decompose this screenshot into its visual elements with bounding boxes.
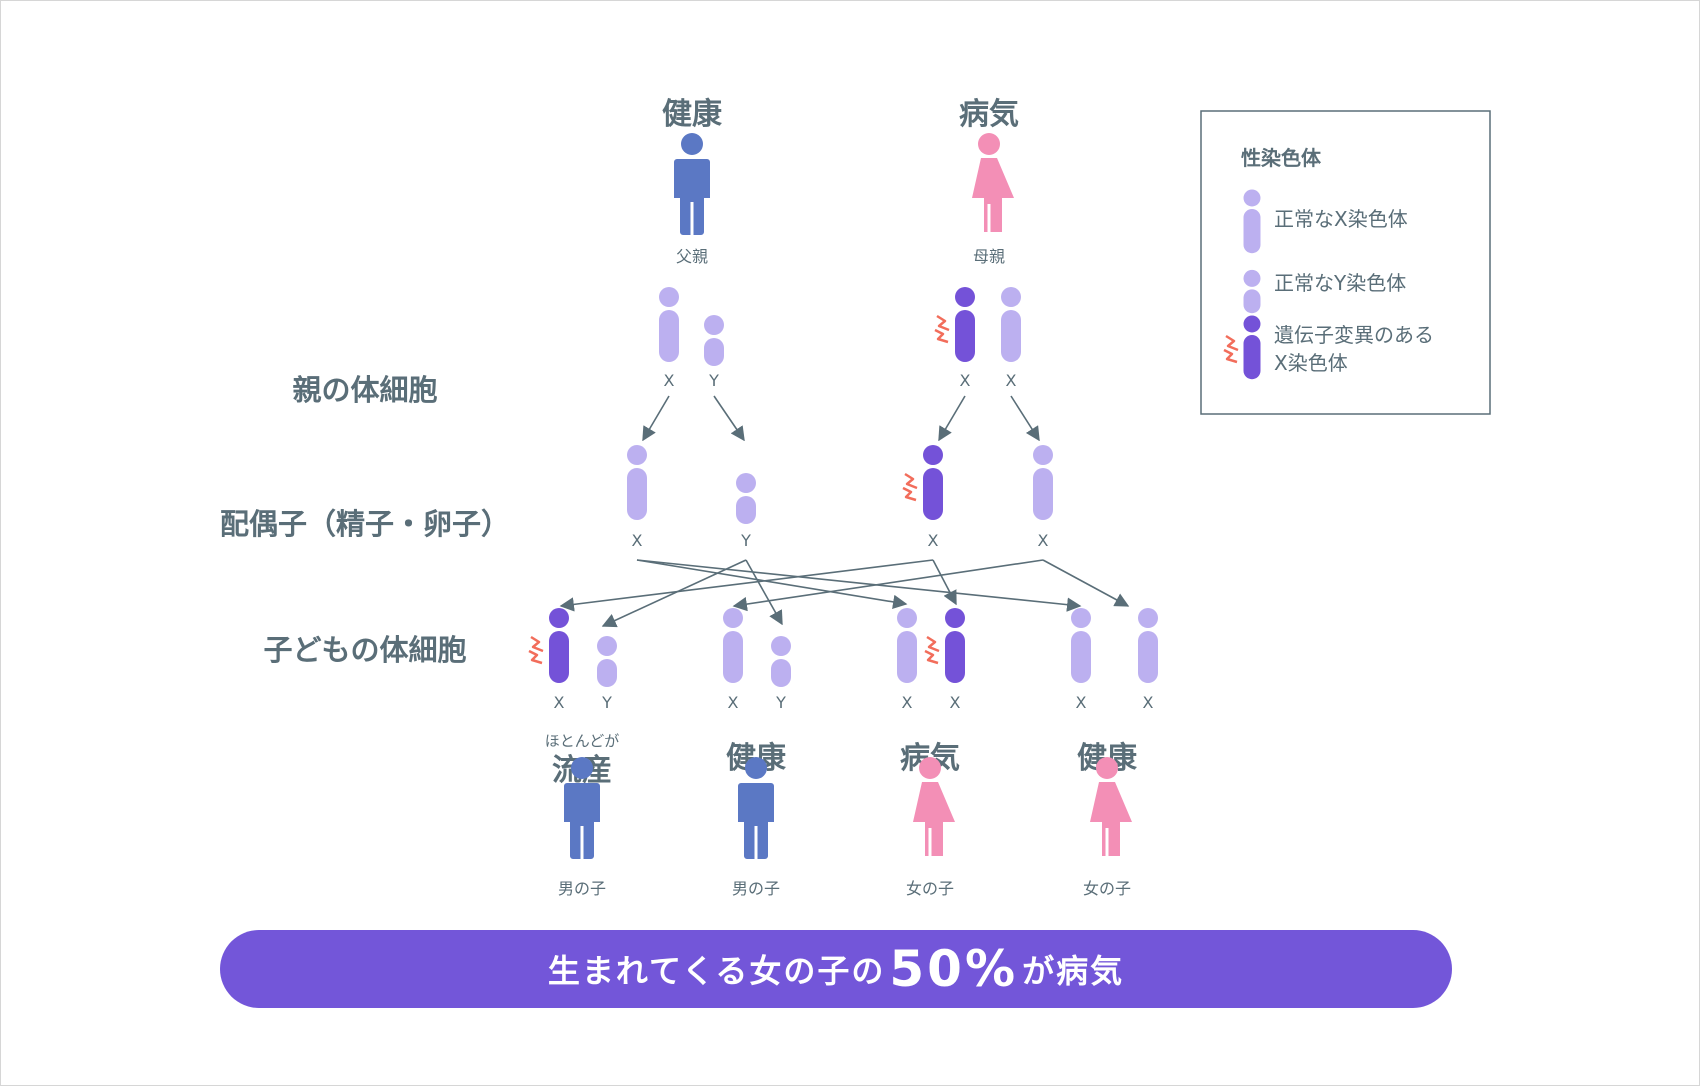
father-status: 健康 bbox=[662, 97, 723, 132]
gamete-label: X bbox=[1038, 531, 1049, 550]
arrow bbox=[642, 395, 670, 442]
gamete-x-chromosome-icon bbox=[627, 445, 647, 520]
mother-x-chromosome-icon bbox=[1001, 287, 1021, 362]
father-figure-icon bbox=[674, 133, 710, 236]
child-chr-label: X bbox=[1076, 693, 1087, 712]
arrow bbox=[1010, 395, 1040, 442]
father-chr-label: Y bbox=[708, 371, 719, 390]
mother-label: 母親 bbox=[973, 247, 1005, 266]
child4-sex: 女の子 bbox=[1083, 879, 1131, 898]
father-x-chromosome-icon bbox=[659, 287, 679, 362]
child-chr-label: Y bbox=[775, 693, 786, 712]
legend-item-label: 遺伝子変異のある bbox=[1274, 323, 1434, 347]
child4-x-chromosome-icon bbox=[1071, 608, 1091, 683]
child3-mutant-x-chromosome-icon bbox=[945, 608, 965, 683]
father-label: 父親 bbox=[676, 247, 708, 266]
child1-mutant-x-chromosome-icon bbox=[549, 608, 569, 683]
child-chr-label: X bbox=[728, 693, 739, 712]
conclusion-banner: 生まれてくる女の子の 50% が病気 bbox=[220, 930, 1452, 1008]
child-chr-label: X bbox=[1143, 693, 1154, 712]
child1-y-chromosome-icon bbox=[597, 636, 617, 687]
child2-sex: 男の子 bbox=[732, 879, 780, 898]
legend-item-label: X染色体 bbox=[1274, 351, 1348, 375]
mother-figure-icon bbox=[972, 133, 1014, 236]
mother-status: 病気 bbox=[959, 97, 1019, 132]
mutant-x-chromosome-icon bbox=[1243, 315, 1261, 380]
arrow bbox=[932, 559, 957, 606]
mother-mutant-x-chromosome-icon bbox=[955, 287, 975, 362]
row-label-gametes: 配偶子（精子・卵子） bbox=[220, 507, 510, 541]
gamete-y-chromosome-icon bbox=[736, 473, 756, 524]
legend-item-label: 正常なY染色体 bbox=[1274, 271, 1406, 295]
gamete-mutant-x-chromosome-icon bbox=[923, 445, 943, 520]
gamete-label: X bbox=[632, 531, 643, 550]
legend-title: 性染色体 bbox=[1241, 146, 1322, 170]
mutation-spark-icon bbox=[901, 472, 919, 502]
arrow bbox=[732, 559, 1044, 612]
child4-x-chromosome-icon bbox=[1138, 608, 1158, 683]
normal-x-chromosome-icon bbox=[1243, 189, 1261, 254]
arrow bbox=[559, 559, 934, 612]
child-chr-label: X bbox=[554, 693, 565, 712]
child1-note: ほとんどが bbox=[545, 732, 620, 750]
gamete-label: X bbox=[928, 531, 939, 550]
banner-suffix: が病気 bbox=[1022, 952, 1125, 990]
child2-x-chromosome-icon bbox=[723, 608, 743, 683]
arrow bbox=[636, 559, 1082, 612]
row-label-child-cells: 子どもの体細胞 bbox=[263, 633, 466, 667]
arrow bbox=[636, 559, 908, 610]
child3-x-chromosome-icon bbox=[897, 608, 917, 683]
father-chr-label: X bbox=[664, 371, 675, 390]
child-chr-label: X bbox=[902, 693, 913, 712]
mutation-spark-icon bbox=[527, 635, 545, 665]
mother-chr-label: X bbox=[1006, 371, 1017, 390]
mother-chr-label: X bbox=[960, 371, 971, 390]
gamete-label: Y bbox=[740, 531, 751, 550]
mutation-spark-icon bbox=[923, 635, 941, 665]
banner-prefix: 生まれてくる女の子の bbox=[547, 952, 886, 990]
arrow bbox=[713, 395, 745, 442]
arrow bbox=[1042, 559, 1130, 607]
mutation-spark-icon bbox=[933, 314, 951, 344]
child-chr-label: Y bbox=[601, 693, 612, 712]
banner-percent: 50% bbox=[889, 940, 1019, 998]
child2-y-chromosome-icon bbox=[771, 636, 791, 687]
father-y-chromosome-icon bbox=[704, 315, 724, 366]
row-label-parent-cells: 親の体細胞 bbox=[292, 373, 437, 407]
gamete-x-chromosome-icon bbox=[1033, 445, 1053, 520]
arrow bbox=[938, 395, 966, 442]
arrow bbox=[601, 559, 747, 628]
arrow bbox=[745, 559, 783, 626]
child-chr-label: X bbox=[950, 693, 961, 712]
legend-item-label: 正常なX染色体 bbox=[1274, 207, 1408, 231]
child3-sex: 女の子 bbox=[906, 879, 954, 898]
child1-sex: 男の子 bbox=[558, 879, 606, 898]
legend: 性染色体 正常なX染色体 正常なY染色体 遺伝子変異のある X染色体 bbox=[1200, 110, 1491, 415]
